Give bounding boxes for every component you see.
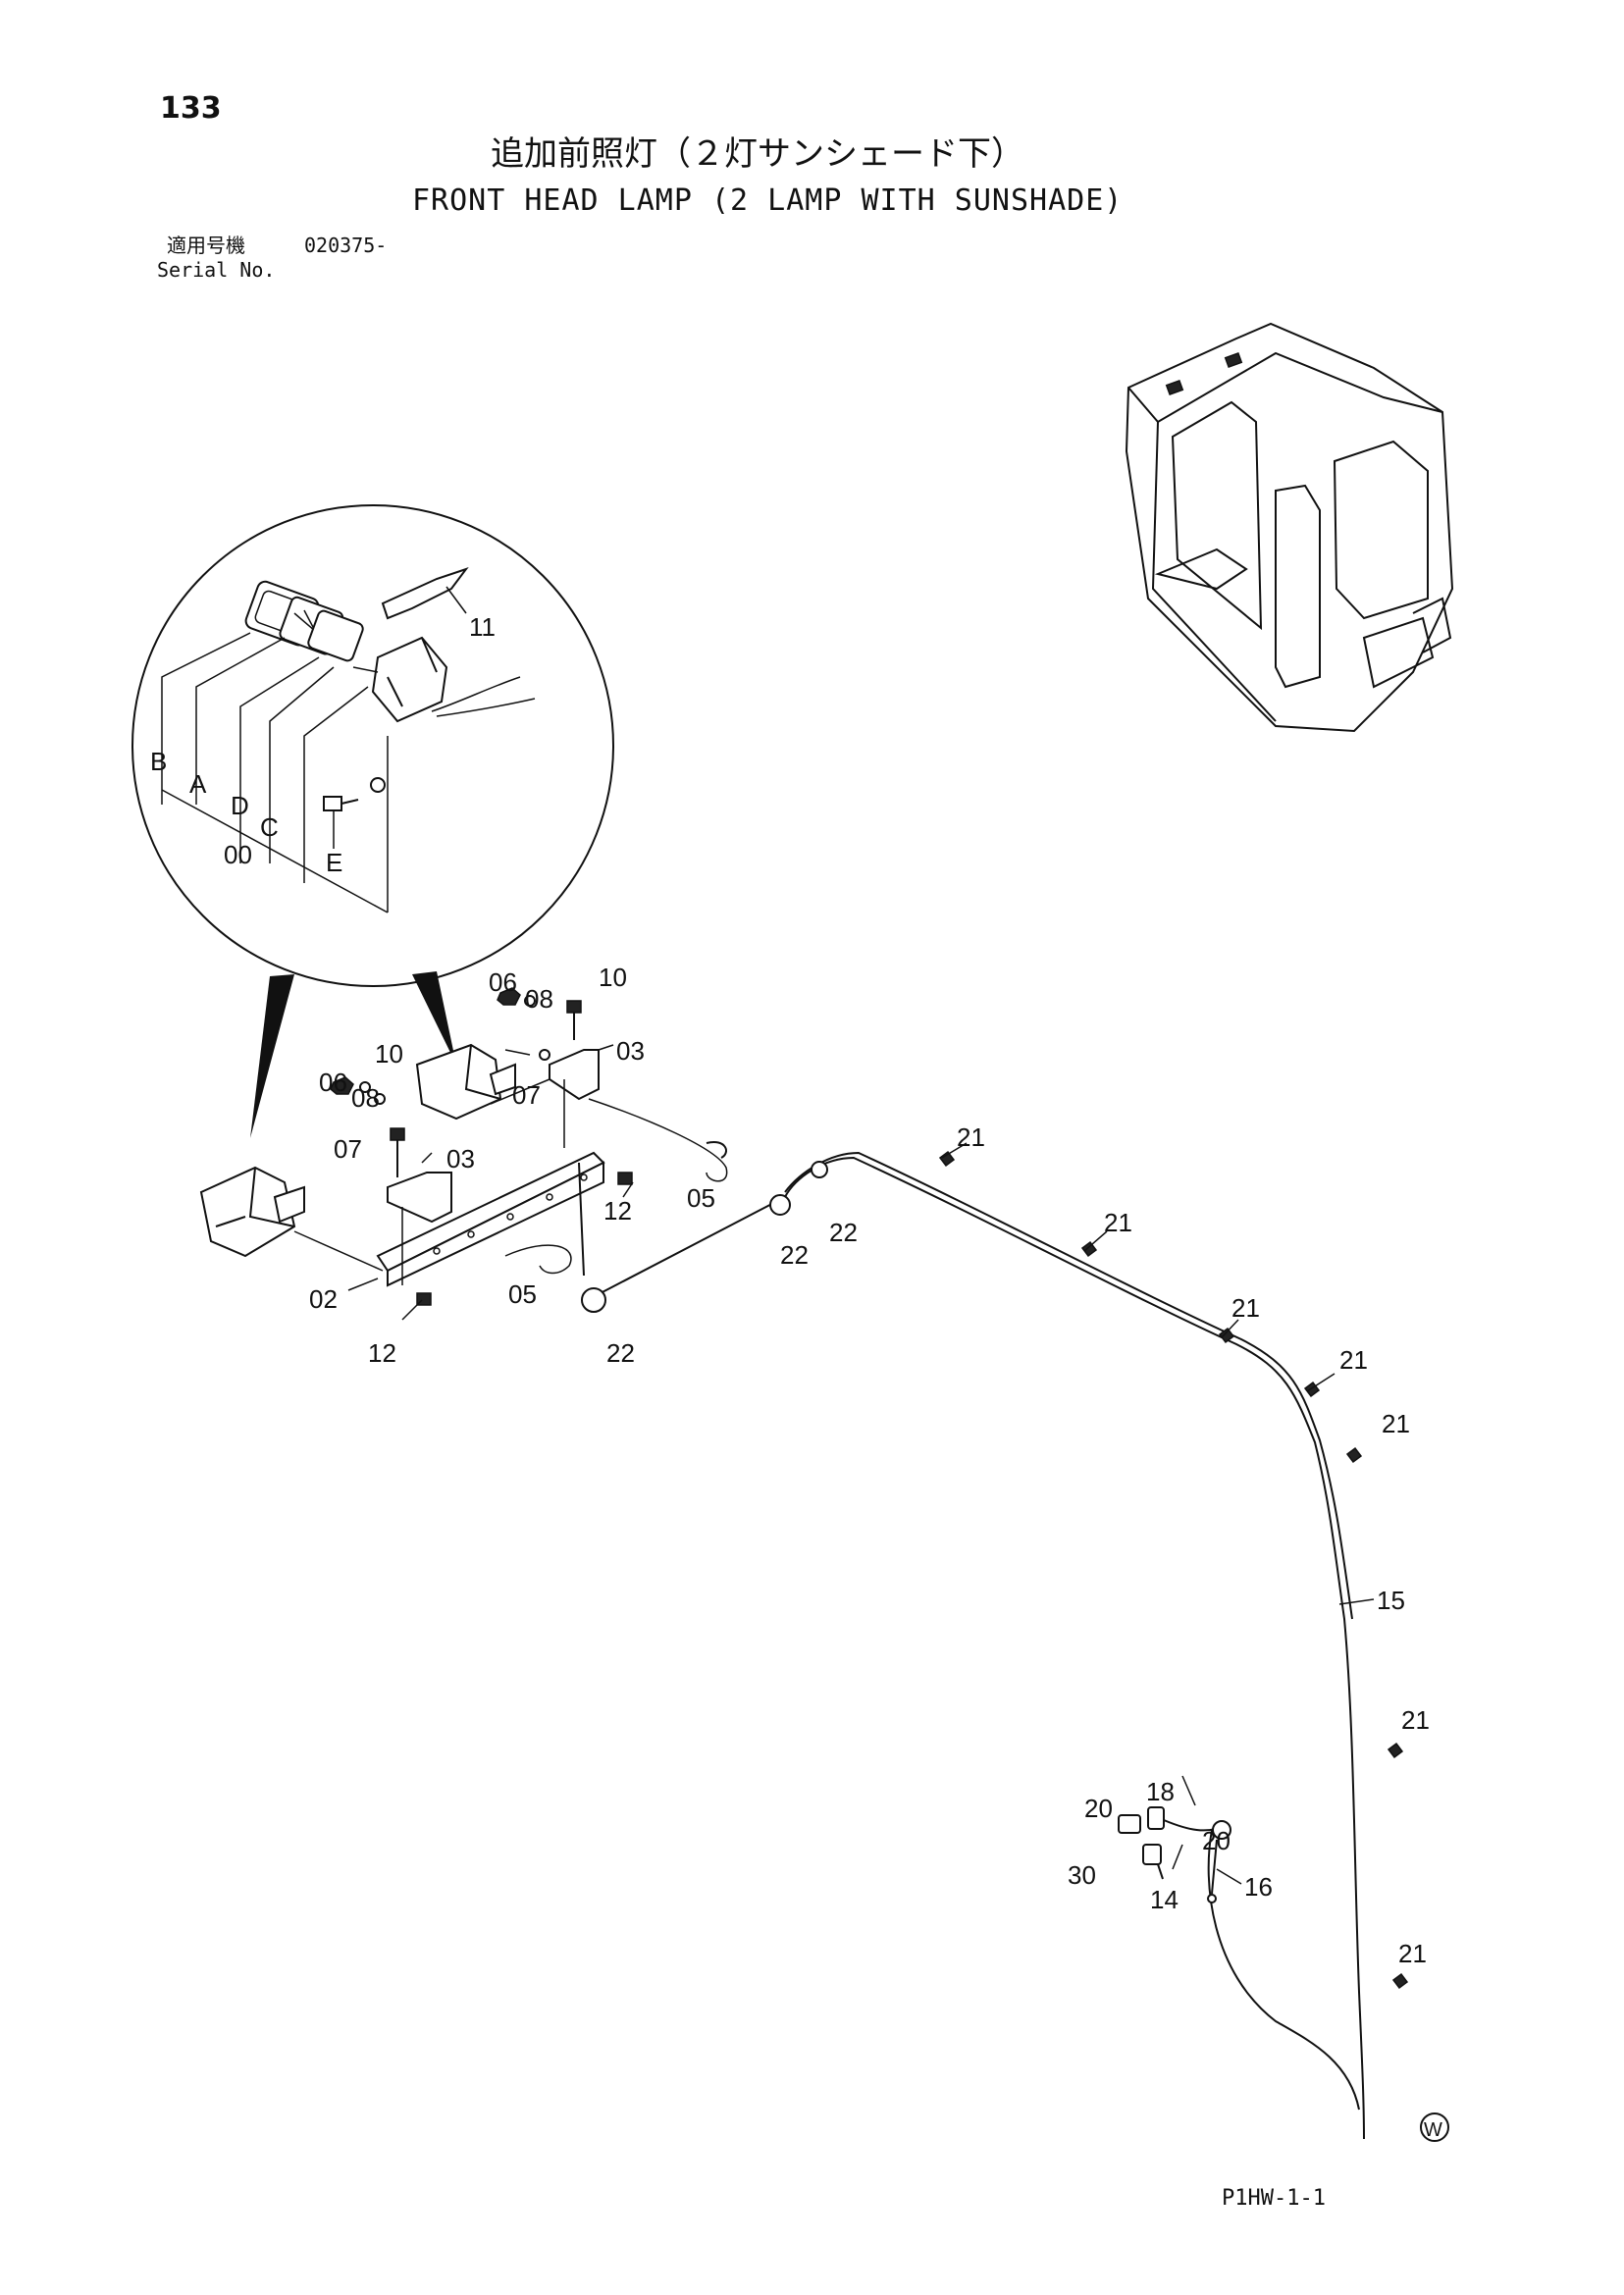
- callout-18: 18: [1146, 1777, 1175, 1806]
- callout-03-b: 03: [446, 1144, 475, 1174]
- callout-12-a: 12: [603, 1196, 632, 1226]
- callout-15: 15: [1377, 1586, 1405, 1615]
- callout-07-a: 07: [512, 1080, 541, 1110]
- callout-14: 14: [1150, 1885, 1179, 1914]
- callout-20-a: 20: [1084, 1794, 1113, 1823]
- detail-lamp-parts: [161, 567, 536, 913]
- callout-21-g: 21: [1398, 1939, 1427, 1968]
- callout-A: A: [189, 769, 207, 799]
- callout-08-a: 08: [525, 984, 553, 1014]
- title-english: FRONT HEAD LAMP (2 LAMP WITH SUNSHADE): [412, 183, 1124, 218]
- callout-00: 00: [224, 840, 252, 869]
- wire-harness-15: [578, 1151, 1365, 2140]
- callout-30: 30: [1068, 1860, 1096, 1890]
- serial-label-japanese: 適用号機: [167, 234, 245, 257]
- lamp-brackets: [293, 1049, 728, 1285]
- callout-22-a: 22: [780, 1240, 809, 1270]
- page-number: 133: [160, 91, 222, 126]
- callout-leaders: [347, 1044, 1375, 1885]
- callout-21-b: 21: [1104, 1208, 1132, 1237]
- lamp-assembly-right: [415, 1043, 516, 1121]
- callout-21-e: 21: [1382, 1409, 1410, 1438]
- callout-11: 11: [469, 612, 496, 642]
- callout-08-b: 08: [351, 1083, 380, 1113]
- callout-22-b: 22: [829, 1218, 858, 1247]
- title-japanese: 追加前照灯（２灯サンシェード下）: [491, 134, 1024, 174]
- detail-circle: [131, 504, 614, 1138]
- callout-12-b: 12: [368, 1338, 396, 1368]
- callout-10-a: 10: [599, 963, 627, 992]
- mounting-bar: [376, 1151, 605, 1287]
- callout-10-b: 10: [375, 1039, 403, 1069]
- lamp-assembly-left: [199, 1166, 305, 1258]
- callout-21-f: 21: [1401, 1705, 1430, 1735]
- callout-05-a: 05: [687, 1183, 715, 1213]
- callout-05-b: 05: [508, 1279, 537, 1309]
- callout-21-c: 21: [1231, 1293, 1260, 1323]
- callout-22-c: 22: [606, 1338, 635, 1368]
- circled-w-mark: W: [1420, 2112, 1449, 2142]
- callout-02: 02: [309, 1284, 338, 1314]
- callout-labels: B A D 00 C E 11 06 08 10 03 07 05 06 08 …: [150, 612, 1430, 1968]
- serial-number-value: 020375-: [304, 234, 388, 257]
- serial-label-english: Serial No.: [157, 258, 276, 282]
- callout-B: B: [150, 747, 167, 776]
- callout-03-a: 03: [616, 1036, 645, 1066]
- callout-16: 16: [1244, 1872, 1273, 1902]
- callout-06-b: 06: [319, 1068, 347, 1097]
- callout-E: E: [326, 848, 342, 877]
- hardware-bolts-nuts: [330, 987, 633, 1306]
- mark-letter: W: [1424, 2119, 1442, 2141]
- callout-07-b: 07: [334, 1134, 362, 1164]
- callout-D: D: [231, 791, 249, 820]
- callout-21-d: 21: [1339, 1345, 1368, 1375]
- connector-cluster: [1118, 1806, 1231, 1904]
- callout-20-b: 20: [1202, 1826, 1231, 1855]
- callout-21-a: 21: [957, 1122, 985, 1152]
- sheet-code: P1HW-1-1: [1222, 2186, 1326, 2211]
- excavator-cab-illustration: [1125, 322, 1454, 733]
- callout-06-a: 06: [489, 967, 517, 997]
- callout-C: C: [260, 812, 279, 842]
